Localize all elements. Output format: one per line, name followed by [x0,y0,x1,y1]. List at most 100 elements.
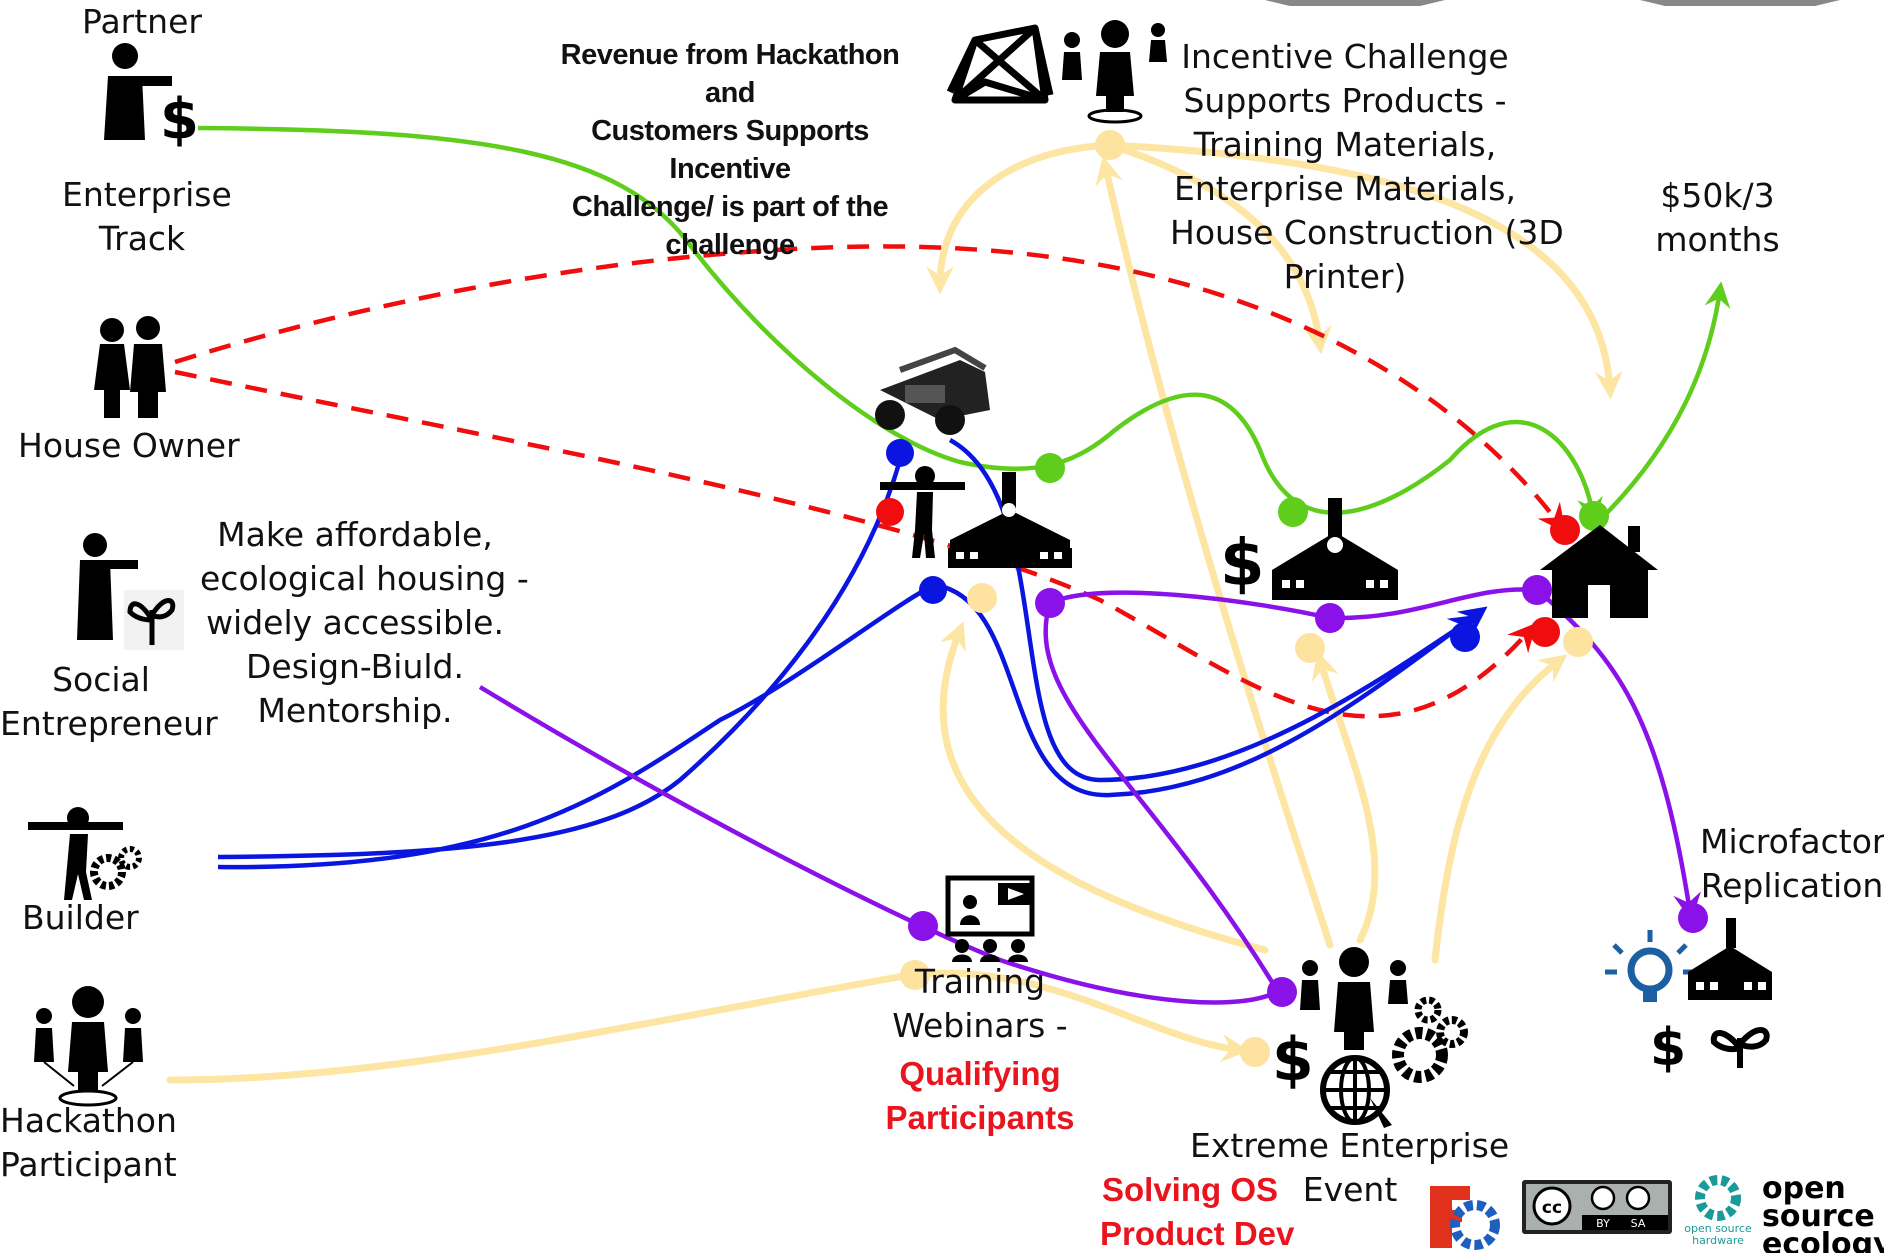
enterprise-track-line-1: Enterprise [62,175,232,214]
yellow-incentive-to-tractor [926,141,1114,295]
mission-line-4: Design-Biuld. [246,647,464,686]
webinar-icon [945,875,1035,962]
social-entrepreneur-label: Social Entrepreneur [0,658,218,746]
solving-line-2: Product Dev [1100,1215,1295,1252]
green-partner-flow [197,125,1603,524]
svg-text:$: $ [1272,1025,1314,1095]
mission-note: Make affordable, ecological housing - wi… [200,513,529,733]
cc-by-sa-logo: cc BY SA [1522,1180,1672,1234]
training-line-1: Training [914,962,1046,1001]
mission-line-3: widely accessible. [206,603,504,642]
house-owner-label: House Owner [18,426,240,465]
extreme-event-note: Extreme Enterprise Event [1190,1124,1510,1212]
cc-badge-text: cc [1542,1198,1562,1218]
incentive-line-3: Training Materials, [1193,125,1497,164]
yellow-incentive-to-house [1106,141,1623,400]
enterprise-track-line-2: Track [98,219,186,258]
solving-note: Solving OS Product Dev [1100,1168,1295,1256]
incentive-line-6: Printer) [1283,257,1407,296]
budget-note: $50k/3 months [1640,174,1795,262]
tractor-icon [875,346,990,435]
yellow-event-to-school [939,621,1269,954]
qualifying-line-2: Participants [885,1099,1075,1136]
builder-label: Builder [22,898,139,937]
couple-icon [94,316,166,418]
yellow-hackathon-line [166,969,1250,1084]
builder-icon [28,807,142,900]
incentive-line-1: Incentive Challenge [1181,37,1509,76]
blue-builder-to-tractor [217,459,903,860]
blue-builder-to-school [217,582,936,870]
microfactory-icon: $ [1605,918,1772,1078]
businessman-dollar-icon: $ [104,43,199,152]
yellow-event-to-school2 [1311,651,1379,944]
svg-text:$: $ [1650,1018,1686,1078]
incentive-line-5: House Construction (3D [1170,213,1564,252]
builder-school-icon [880,466,1072,568]
purple-house-to-microfactory [1535,588,1701,922]
incentive-line-2: Supports Products - [1183,81,1507,120]
training-note: Training Webinars - [880,960,1080,1048]
ose-logo: open source ecology [1762,1171,1884,1253]
yellow-incentive-to-enterprise [1106,141,1332,355]
revenue-note-line-4: challenge [665,229,795,261]
oshw-line-1: open source [1684,1222,1752,1235]
ose-line-1: open [1762,1171,1846,1206]
mission-line-5: Mentorship. [257,691,453,730]
enterprise-track-label: Enterprise Track [62,173,232,261]
qualifying-note: Qualifying Participants [880,1052,1080,1140]
red-connectors [174,244,1566,719]
hackathon-group-icon [34,986,143,1107]
blue-school-to-house [934,582,1488,798]
budget-line-1: $50k/3 [1660,176,1775,215]
microfactory-line-1: Microfactory [1700,822,1884,861]
printer-frame-icon [946,24,1054,104]
mission-line-1: Make affordable, [217,515,493,554]
oshw-logo: open source hardware [1684,1175,1752,1247]
social-entrepreneur-line-1: Social [52,660,150,699]
budget-line-2: months [1655,220,1780,259]
dollar-school-icon: $ [1220,498,1398,601]
extreme-event-line-2: Event [1302,1170,1398,1209]
revenue-note-line-2: Customers Supports Incentive [591,115,869,185]
partner-label: Partner [82,2,202,41]
connection-dots [876,130,1708,1067]
red-owner-to-house-low [174,369,1537,719]
microfactory-line-2: Replication [1700,866,1884,905]
incentive-group-icon [1062,20,1167,124]
revenue-note-line-3: Challenge/ is part of the [571,191,889,223]
hackathon-participant-label: Hackathon Participant [0,1099,177,1187]
mission-line-2: ecological housing - [200,559,529,598]
yellow-event-to-house [1431,654,1568,964]
svg-text:$: $ [160,87,199,152]
ose-line-3: ecology [1762,1227,1884,1253]
training-line-2: Webinars - [892,1006,1068,1045]
purple-school-to-event [1043,602,1282,997]
freecad-logo [1430,1186,1500,1250]
revenue-note-line-1: Revenue from Hackathon and [560,39,900,109]
purple-mission-to-event [478,685,1282,1005]
svg-text:$: $ [1220,527,1265,601]
hackathon-participant-line-2: Participant [0,1145,177,1184]
microfactory-note: Microfactory Replication [1700,820,1884,908]
extreme-event-line-1: Extreme Enterprise [1190,1126,1510,1165]
cc-sa-text: SA [1631,1217,1646,1230]
solving-line-1: Solving OS [1101,1171,1279,1208]
social-entrepreneur-icon [77,533,184,650]
qualifying-line-1: Qualifying [899,1055,1061,1092]
incentive-line-4: Enterprise Materials, [1174,169,1516,208]
extreme-event-icon: $ [1272,947,1468,1128]
red-owner-to-house-top [174,244,1566,533]
yellow-event-to-incentive [1095,155,1334,949]
ose-line-2: source [1762,1199,1875,1234]
green-connectors [197,125,1731,524]
incentive-note: Incentive Challenge Supports Products - … [1170,35,1564,299]
revenue-note: Revenue from Hackathon and Customers Sup… [540,36,920,264]
hackathon-participant-line-1: Hackathon [0,1101,177,1140]
green-to-budget [1598,281,1731,522]
social-entrepreneur-line-2: Entrepreneur [0,704,218,743]
house-icon [1540,525,1658,618]
cc-by-text: BY [1596,1217,1610,1230]
oshw-line-2: hardware [1692,1234,1744,1247]
